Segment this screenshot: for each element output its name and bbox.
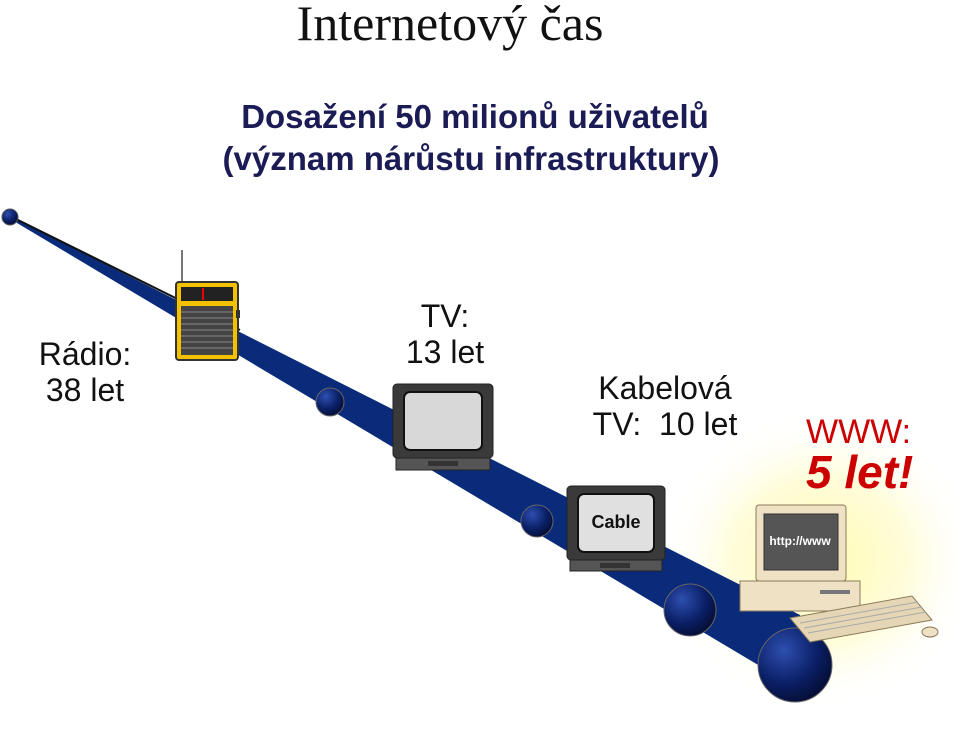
cable-screen-text: Cable	[591, 512, 640, 532]
www-label-line1: WWW:	[806, 413, 912, 451]
www-label: WWW: 5 let!	[806, 412, 956, 498]
www-label-line2: 5 let!	[806, 446, 914, 498]
tv-label-line2: 13 let	[405, 334, 485, 370]
computer-icon: http://www	[739, 504, 939, 643]
timeline-node-tv	[315, 387, 345, 417]
cable-label-line2: TV: 10 let	[592, 406, 738, 442]
subtitle-line-2: (význam nárůstu infrastruktury)	[222, 140, 720, 177]
cable-tv-label: Kabelová TV: 10 let	[560, 370, 770, 442]
radio-label: Rádio: 38 let	[10, 336, 160, 408]
tv-label: TV: 13 let	[370, 298, 520, 370]
computer-screen-text: http://www	[769, 534, 831, 548]
tv-label-line1: TV:	[420, 298, 470, 334]
subtitle-line-1: Dosažení 50 milionů uživatelů	[241, 98, 709, 135]
timeline-node-www-small	[663, 583, 717, 637]
radio-icon	[175, 250, 240, 361]
radio-label-line2: 38 let	[45, 372, 125, 408]
cable-tv-icon: Cable	[566, 485, 666, 572]
tv-icon	[392, 383, 494, 471]
timeline-node-start	[1, 208, 19, 226]
page-title: Internetový čas	[296, 0, 604, 51]
cable-label-line1: Kabelová	[598, 370, 732, 406]
radio-label-line1: Rádio:	[38, 336, 132, 372]
timeline-node-cable	[520, 504, 554, 538]
timeline-node-www	[757, 627, 833, 703]
